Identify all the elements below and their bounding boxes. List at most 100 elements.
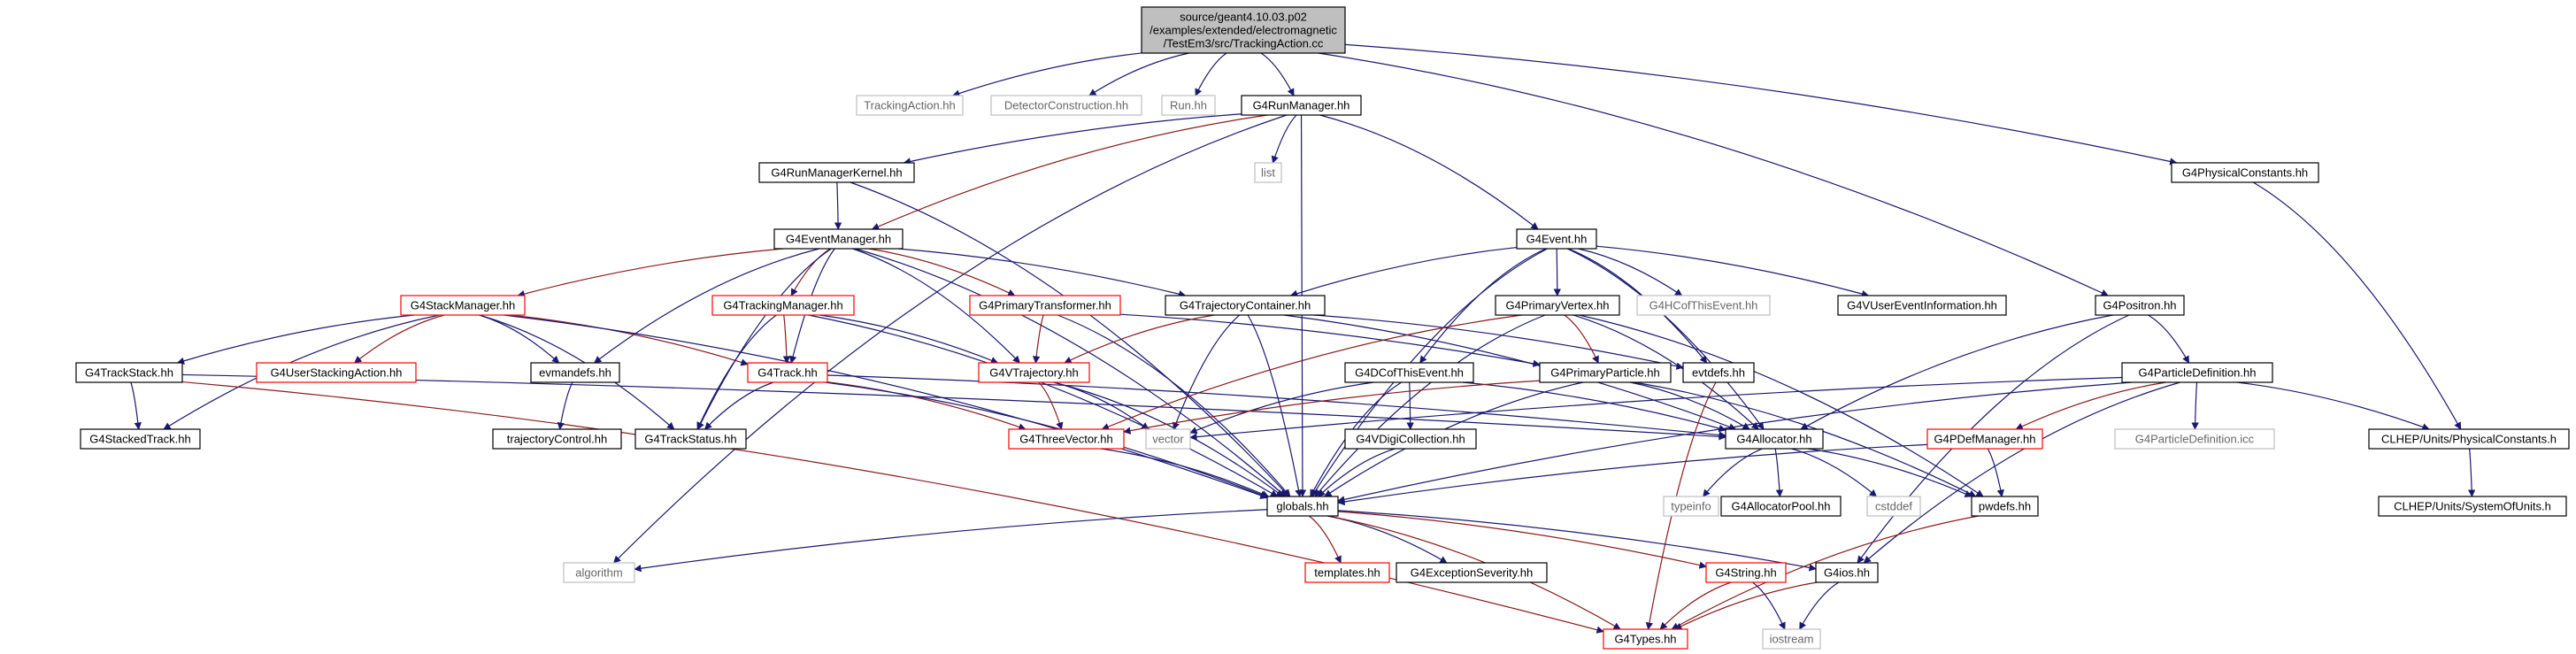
node-G4VDigiCollection_hh[interactable]: G4VDigiCollection.hh	[1344, 428, 1477, 450]
node-box	[1720, 496, 1842, 517]
node-box	[1344, 428, 1477, 450]
node-G4TrackingManager_hh[interactable]: G4TrackingManager.hh	[711, 295, 855, 316]
node-G4TrackStatus_hh[interactable]: G4TrackStatus.hh	[634, 428, 747, 450]
node-list[interactable]: list	[1254, 162, 1282, 183]
node-G4Positron_hh[interactable]: G4Positron.hh	[2095, 295, 2185, 316]
edge-G4TrajectoryContainer_hh-to-evtdefs_hh	[1313, 314, 1684, 370]
node-G4EventManager_hh[interactable]: G4EventManager.hh	[773, 228, 904, 250]
node-box	[1165, 295, 1326, 316]
edge-G4StackManager_hh-to-G4Track_hh	[510, 314, 749, 366]
node-templates_hh[interactable]: templates.hh	[1304, 562, 1390, 583]
edge-G4ParticleDefinition_hh-to-G4PDefManager_hh	[2015, 381, 2166, 430]
node-G4StackedTrack_hh[interactable]: G4StackedTrack.hh	[80, 428, 201, 450]
node-box	[80, 428, 201, 450]
node-typeinfo[interactable]: typeinfo	[1663, 496, 1719, 517]
node-trajectoryControl_hh[interactable]: trajectoryControl.hh	[492, 428, 622, 450]
edge-G4VDigiCollection_hh-to-globals_hh	[1318, 448, 1396, 497]
edge-G4ParticleDefinition_hh-to-globals_hh	[1337, 381, 2133, 504]
node-G4VTrajectory_hh[interactable]: G4VTrajectory.hh	[978, 362, 1090, 383]
node-Run_hh[interactable]: Run.hh	[1161, 95, 1216, 116]
edge-G4EventManager_hh-to-G4StackManager_hh	[517, 248, 784, 298]
edge-G4PrimaryVertex_hh-to-pwdefs_hh	[1579, 314, 1984, 497]
edge-G4Event_hh-to-G4HCofThisEvent_hh	[1578, 248, 1683, 296]
edge-evmandefs_hh-to-trajectoryControl_hh	[557, 381, 573, 430]
node-G4Types_hh[interactable]: G4Types.hh	[1603, 628, 1688, 650]
node-G4ParticleDefinition_icc[interactable]: G4ParticleDefinition.icc	[2114, 428, 2275, 450]
node-G4ExceptionSeverity_hh[interactable]: G4ExceptionSeverity.hh	[1396, 562, 1548, 583]
node-CLHEP_PhysicalConstants_h[interactable]: CLHEP/Units/PhysicalConstants.h	[2368, 428, 2570, 450]
node-G4TrajectoryContainer_hh[interactable]: G4TrajectoryContainer.hh	[1165, 295, 1326, 316]
node-G4ParticleDefinition_hh[interactable]: G4ParticleDefinition.hh	[2121, 362, 2273, 383]
node-G4PrimaryVertex_hh[interactable]: G4PrimaryVertex.hh	[1495, 295, 1620, 316]
node-evtdefs_hh[interactable]: evtdefs.hh	[1682, 362, 1755, 383]
node-box	[1663, 496, 1719, 517]
node-box	[563, 562, 635, 583]
edge-G4TrackingManager_hh-to-globals_hh	[808, 314, 1279, 497]
node-box	[1008, 428, 1125, 450]
edge-G4Positron_hh-to-G4ParticleDefinition_hh	[2148, 314, 2190, 364]
edge-globals_hh-to-G4String_hh	[1337, 511, 1707, 569]
node-G4PDefManager_hh[interactable]: G4PDefManager.hh	[1926, 428, 2043, 450]
node-G4PhysicalConstants_hh[interactable]: G4PhysicalConstants.hh	[2171, 162, 2319, 183]
node-G4RunManagerKernel_hh[interactable]: G4RunManagerKernel.hh	[758, 162, 915, 183]
node-G4ios_hh[interactable]: G4ios.hh	[1815, 562, 1879, 583]
node-globals_hh[interactable]: globals.hh	[1266, 496, 1339, 517]
node-vector[interactable]: vector	[1145, 428, 1191, 450]
edge-G4ThreeVector_hh-to-globals_hh	[1100, 448, 1270, 497]
node-DetectorConstruction_hh[interactable]: DetectorConstruction.hh	[990, 95, 1142, 116]
edge-G4RunManager_hh-to-algorithm	[612, 114, 1288, 564]
node-G4AllocatorPool_hh[interactable]: G4AllocatorPool.hh	[1720, 496, 1842, 517]
node-G4ThreeVector_hh[interactable]: G4ThreeVector.hh	[1008, 428, 1125, 450]
edge-G4DCofThisEvent_hh-to-G4VDigiCollection_hh	[1406, 381, 1414, 430]
edge-G4TrackingManager_hh-to-G4VTrajectory_hh	[819, 314, 999, 365]
node-cstddef[interactable]: cstddef	[1866, 496, 1921, 517]
edge-G4RunManager_hh-to-globals_hh	[1298, 114, 1307, 497]
edge-G4String_hh-to-iostream	[1752, 581, 1786, 630]
node-label: trajectoryControl.hh	[507, 433, 607, 446]
node-box	[711, 295, 855, 316]
node-TrackingAction_hh[interactable]: TrackingAction.hh	[856, 95, 964, 116]
node-label: G4PDefManager.hh	[1934, 433, 2036, 446]
node-label: G4ParticleDefinition.icc	[2135, 433, 2255, 446]
edge-G4PrimaryTransformer_hh-to-globals_hh	[1057, 314, 1291, 497]
node-G4TrackStack_hh[interactable]: G4TrackStack.hh	[75, 362, 183, 383]
node-G4PrimaryTransformer_hh[interactable]: G4PrimaryTransformer.hh	[969, 295, 1121, 316]
node-G4String_hh[interactable]: G4String.hh	[1705, 562, 1787, 583]
node-box	[1762, 628, 1821, 650]
node-box	[1636, 295, 1771, 316]
node-pwdefs_hh[interactable]: pwdefs.hh	[1971, 496, 2039, 517]
node-algorithm[interactable]: algorithm	[563, 562, 635, 583]
node-box	[634, 428, 747, 450]
node-box	[2114, 428, 2275, 450]
edge-G4VTrajectory_hh-to-G4ThreeVector_hh	[1038, 381, 1064, 430]
node-box	[1495, 295, 1620, 316]
edge-G4Allocator_hh-to-pwdefs_hh	[1807, 448, 1972, 497]
node-G4Track_hh[interactable]: G4Track.hh	[747, 362, 828, 383]
node-box	[1705, 562, 1787, 583]
edge-G4RunManager_hh-to-G4Event_hh	[1319, 114, 1539, 230]
node-G4Event_hh[interactable]: G4Event.hh	[1516, 228, 1597, 250]
edge-G4Track_hh-to-globals_hh	[825, 381, 1268, 498]
node-G4HCofThisEvent_hh[interactable]: G4HCofThisEvent.hh	[1636, 295, 1771, 316]
node-label: G4VUserEventInformation.hh	[1847, 299, 1997, 312]
node-box	[1161, 95, 1216, 116]
node-G4Allocator_hh[interactable]: G4Allocator.hh	[1725, 428, 1824, 450]
node-G4VUserEventInformation_hh[interactable]: G4VUserEventInformation.hh	[1837, 295, 2007, 316]
node-G4RunManager_hh[interactable]: G4RunManager.hh	[1241, 95, 1362, 116]
node-box	[969, 295, 1121, 316]
node-box	[2378, 496, 2567, 517]
node-box	[2368, 428, 2570, 450]
node-G4UserStackingAction_hh[interactable]: G4UserStackingAction.hh	[256, 362, 417, 383]
node-G4StackManager_hh[interactable]: G4StackManager.hh	[400, 295, 526, 316]
node-G4DCofThisEvent_hh[interactable]: G4DCofThisEvent.hh	[1344, 362, 1474, 383]
edge-G4VTrajectory_hh-to-globals_hh	[1053, 381, 1284, 497]
node-CLHEP_SystemOfUnits_h[interactable]: CLHEP/Units/SystemOfUnits.h	[2378, 496, 2567, 517]
node-G4PrimaryParticle_hh[interactable]: G4PrimaryParticle.hh	[1539, 362, 1672, 383]
node-box	[1141, 6, 1346, 54]
edge-G4Track_hh-to-G4TrackStatus_hh	[704, 381, 774, 430]
edge-G4RunManagerKernel_hh-to-G4EventManager_hh	[834, 181, 842, 230]
node-evmandefs_hh[interactable]: evmandefs.hh	[530, 362, 620, 383]
edge-G4TrajectoryContainer_hh-to-G4VTrajectory_hh	[1064, 314, 1215, 364]
node-iostream[interactable]: iostream	[1762, 628, 1821, 650]
edge-G4PDefManager_hh-to-globals_hh	[1337, 443, 1928, 506]
